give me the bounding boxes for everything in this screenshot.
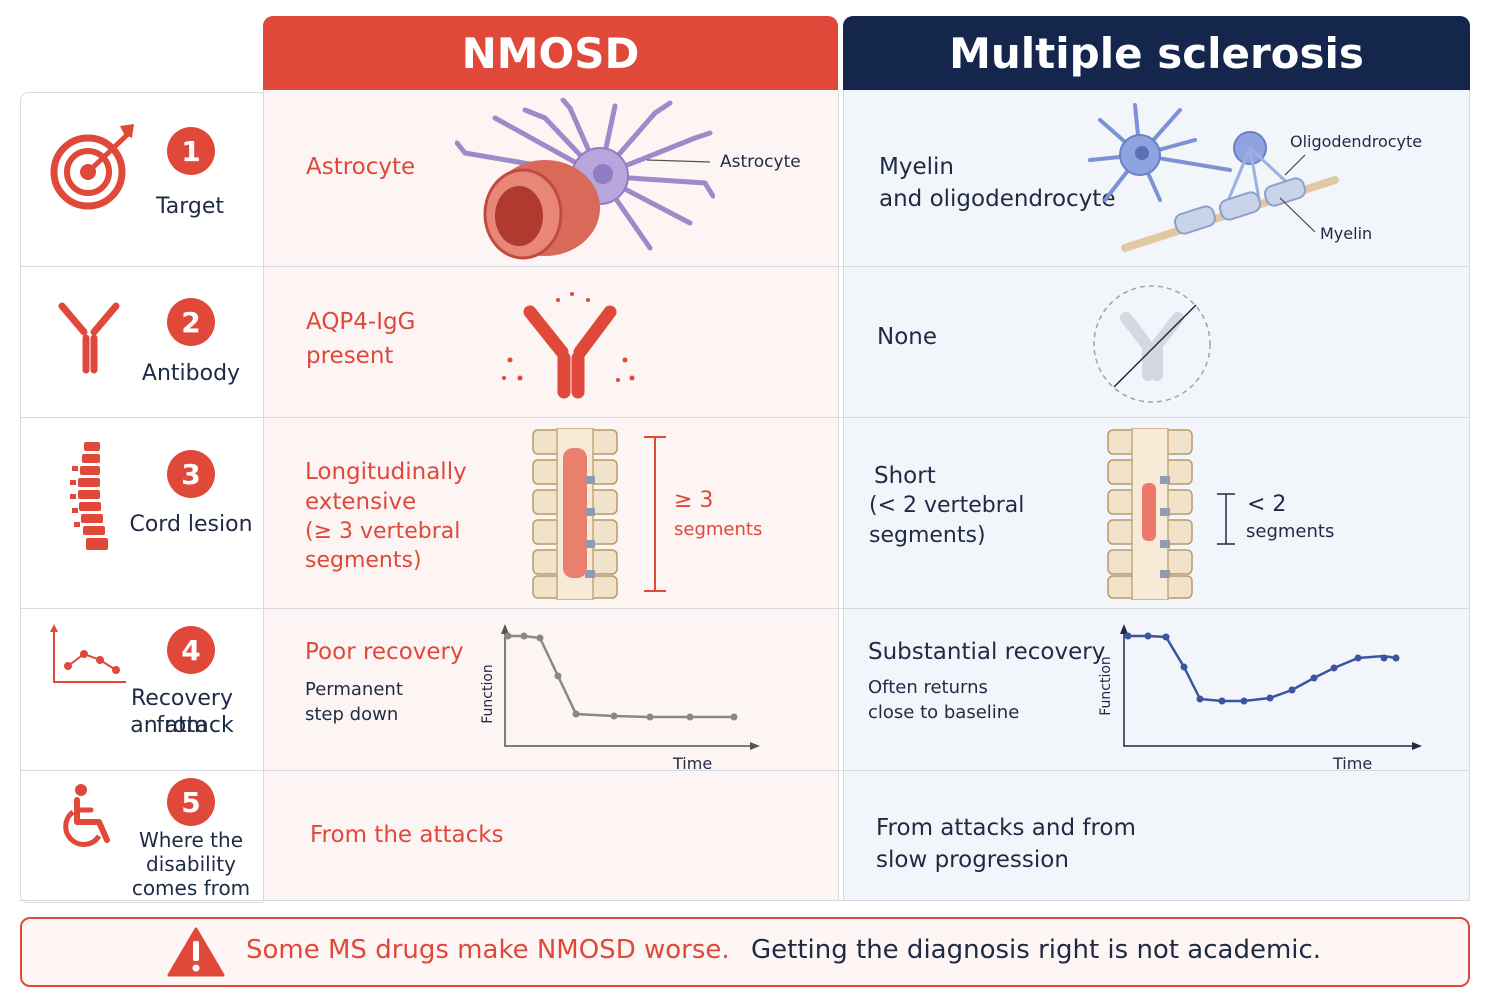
- ms-recovery-sub-1: Often returns: [868, 677, 988, 698]
- row-number-badge: 2: [167, 298, 215, 346]
- row-label-column: [20, 92, 264, 903]
- astrocyte-illustration: [455, 98, 715, 260]
- row-label-disability-1: Where the: [138, 828, 244, 852]
- astrocyte-callout: Astrocyte: [720, 152, 801, 172]
- aqp4-antibody-illustration: [502, 292, 635, 399]
- spinal-cord-long-lesion-illustration: [532, 428, 618, 600]
- nmosd-x-axis-label: Time: [673, 754, 713, 773]
- row-divider: [20, 417, 1470, 418]
- ms-antibody-text: None: [877, 324, 938, 350]
- short-segment-bracket: [1217, 493, 1235, 545]
- ms-header: Multiple sclerosis: [843, 16, 1470, 90]
- nmosd-antibody-text-1: AQP4-IgG: [306, 309, 416, 335]
- oligodendrocyte-illustration: [1088, 103, 1339, 252]
- nmosd-antibody-text-2: present: [306, 343, 394, 369]
- row-number-badge: 5: [167, 778, 215, 826]
- nmosd-recovery-curve: Function: [480, 624, 760, 750]
- spine-icon: [70, 442, 108, 550]
- ms-lesion-text-1: Short: [874, 463, 936, 489]
- nmosd-lesion-text-1: Longitudinally: [305, 459, 467, 485]
- target-icon: [50, 124, 134, 210]
- ms-lesion-text-3: segments): [869, 523, 986, 548]
- ms-segment-value: < 2: [1247, 492, 1287, 517]
- warning-icon: [167, 927, 225, 977]
- antibody-icon: [58, 302, 120, 374]
- row-number-badge: 4: [167, 626, 215, 674]
- row-label-recovery-1: Recovery from: [130, 686, 233, 738]
- nmosd-header: NMOSD: [263, 16, 838, 90]
- row-label-antibody: Antibody: [141, 361, 241, 386]
- row-number-badge: 3: [167, 450, 215, 498]
- nmosd-recovery-sub-1: Permanent: [305, 679, 403, 700]
- recovery-chart-icon: [50, 624, 126, 683]
- row-label-cord-lesion: Cord lesion: [129, 512, 253, 537]
- ms-header-title: Multiple sclerosis: [949, 28, 1364, 78]
- ms-target-text-1: Myelin: [879, 154, 954, 180]
- nmosd-lesion-text-4: segments): [305, 548, 422, 573]
- row-divider: [20, 608, 1470, 609]
- row-label-target: Target: [155, 194, 225, 219]
- oligodendrocyte-callout: Oligodendrocyte: [1290, 132, 1423, 151]
- divider: [263, 90, 264, 901]
- row-divider: [20, 770, 1470, 771]
- row-number-badge: 1: [167, 127, 215, 175]
- spinal-cord-short-lesion-illustration: [1107, 428, 1193, 600]
- ms-segment-unit: segments: [1246, 521, 1335, 542]
- ms-lesion-text-2: (< 2 vertebral: [869, 493, 1025, 518]
- nmosd-recovery-title: Poor recovery: [305, 639, 464, 665]
- nmosd-recovery-sub-2: step down: [305, 704, 399, 725]
- nmosd-header-title: NMOSD: [461, 28, 640, 78]
- myelin-callout: Myelin: [1320, 224, 1373, 243]
- divider: [843, 90, 844, 901]
- ms-x-axis-label: Time: [1333, 754, 1373, 773]
- nmosd-segment-value: ≥ 3: [674, 488, 714, 513]
- nmosd-lesion-text-3: (≥ 3 vertebral: [305, 519, 461, 544]
- nmosd-lesion-text-2: extensive: [305, 489, 417, 515]
- divider: [838, 90, 839, 901]
- ms-disability-text-2: slow progression: [876, 847, 1069, 873]
- warning-red-text: Some MS drugs make NMOSD worse.: [246, 935, 730, 965]
- row-label-disability-2: disability: [146, 852, 236, 876]
- long-segment-bracket: [644, 436, 666, 592]
- divider: [1469, 90, 1470, 901]
- ms-recovery-title: Substantial recovery: [868, 639, 1106, 665]
- nmosd-target-text: Astrocyte: [306, 154, 416, 180]
- ms-disability-text-1: From attacks and from: [876, 815, 1136, 841]
- warning-banner: [20, 917, 1470, 987]
- row-label-disability-3: comes from: [131, 876, 251, 900]
- warning-dark-text: Getting the diagnosis right is not acade…: [751, 935, 1322, 965]
- wheelchair-icon: [63, 784, 110, 847]
- row-label-recovery-2: an attack: [130, 713, 234, 738]
- no-antibody-icon: [1093, 285, 1211, 403]
- nmosd-segment-unit: segments: [674, 519, 763, 540]
- nmosd-y-axis-label: Function: [480, 664, 496, 724]
- ms-y-axis-label: Function: [1098, 656, 1114, 716]
- row-divider: [20, 266, 1470, 267]
- ms-recovery-curve: Function: [1098, 624, 1422, 750]
- row-divider: [20, 900, 1470, 901]
- nmosd-disability-text: From the attacks: [310, 822, 504, 848]
- ms-recovery-sub-2: close to baseline: [868, 702, 1020, 723]
- ms-target-text-2: and oligodendrocyte: [879, 186, 1116, 212]
